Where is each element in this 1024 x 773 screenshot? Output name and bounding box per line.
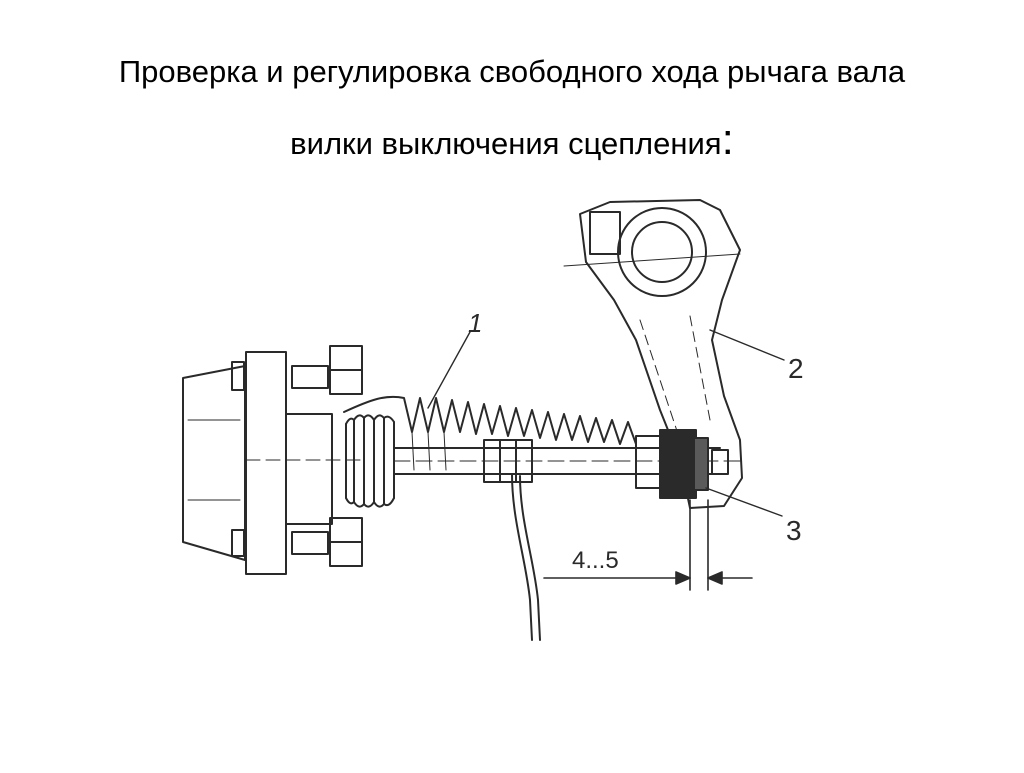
mounting-bolts	[231, 345, 363, 567]
part-label-3: 3	[786, 515, 802, 546]
rubber-boot	[345, 414, 395, 508]
part-label-2: 2	[788, 353, 804, 384]
clutch-housing	[182, 351, 361, 575]
release-fork-lever	[563, 199, 743, 509]
free-travel-dimension	[543, 499, 753, 591]
title-line-1: Проверка и регулировка свободного хода р…	[118, 54, 906, 89]
title-line-2: вилки выключения сцепления:	[0, 106, 1024, 178]
return-spring	[343, 395, 637, 471]
adjusting-nut	[659, 429, 709, 499]
leader-lines	[427, 329, 785, 517]
part-label-1: 1	[468, 308, 482, 338]
title-line-2-text: вилки выключения сцепления	[290, 126, 722, 161]
slide-title: Проверка и регулировка свободного хода р…	[0, 38, 1024, 178]
title-colon: :	[721, 115, 734, 164]
dimension-label: 4...5	[572, 547, 619, 574]
clutch-cable	[511, 473, 541, 641]
